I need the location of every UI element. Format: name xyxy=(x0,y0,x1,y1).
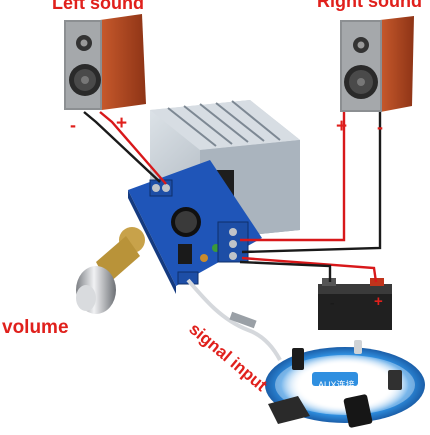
left-speaker-icon xyxy=(64,14,146,110)
right-negative-sign: - xyxy=(377,117,383,137)
aux-label: AUX连接 xyxy=(318,380,355,390)
speaker-terminal-block xyxy=(149,179,173,197)
phone-icon xyxy=(292,348,304,370)
volume-knob-icon xyxy=(76,227,145,314)
volume-label: volume xyxy=(2,317,69,338)
output-terminal-block xyxy=(217,221,249,263)
right-positive-sign: + xyxy=(336,116,348,137)
right-sound-label: Right sound xyxy=(317,0,422,11)
aux-ring-icon xyxy=(265,347,425,423)
left-negative-sign: - xyxy=(70,115,76,135)
left-sound-label: Left sound xyxy=(52,0,144,13)
battery-positive-sign: + xyxy=(374,293,383,310)
battery-negative-sign: - xyxy=(330,295,335,310)
laptop-icon xyxy=(268,396,310,424)
amplifier-board-icon xyxy=(128,160,262,294)
input-terminal-block xyxy=(177,271,199,285)
left-positive-sign: + xyxy=(116,113,128,134)
right-speaker-icon xyxy=(340,16,414,112)
audio-jack-icon xyxy=(186,278,282,361)
tablet-icon xyxy=(343,340,402,428)
speaker-wires xyxy=(83,111,382,283)
